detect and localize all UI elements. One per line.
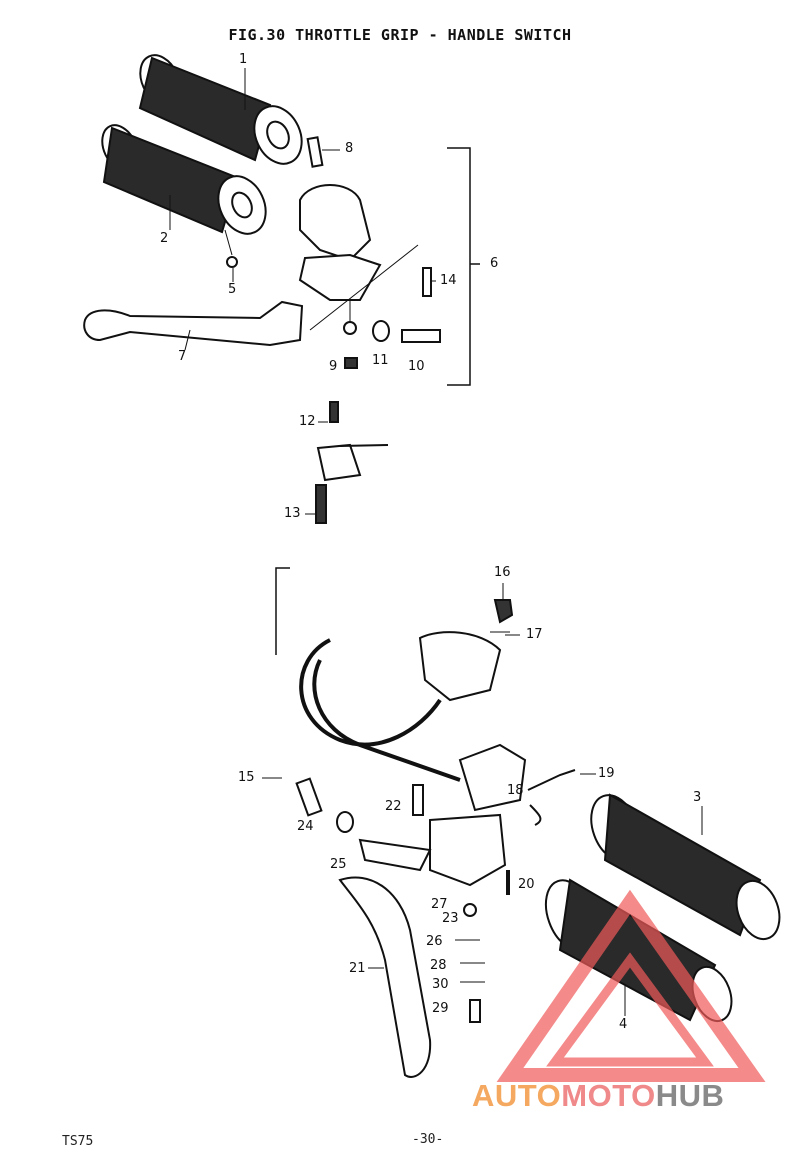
callout-30: 30 [432,977,449,992]
callout-22: 22 [385,799,402,814]
callout-5: 5 [228,282,237,297]
watermark-auto: AUTO [472,1078,562,1113]
callout-23: 23 [442,911,459,926]
model-code: TS75 [62,1134,94,1149]
callout-18: 18 [507,783,524,798]
callout-26: 26 [426,934,443,949]
callout-2: 2 [160,231,169,246]
callout-11: 11 [372,353,389,368]
callout-28: 28 [430,958,447,973]
callout-12: 12 [299,414,316,429]
throttle-grip-2 [101,124,267,235]
callout-29: 29 [432,1001,449,1016]
callout-21: 21 [349,961,366,976]
callout-25: 25 [330,857,347,872]
watermark-hub: HUB [655,1078,725,1113]
callout-8: 8 [345,141,354,156]
callout-27: 27 [431,897,448,912]
throttle-grip-3 [590,793,781,941]
watermark-triangle [496,889,766,1082]
callout-14: 14 [440,273,457,288]
callout-20: 20 [518,877,535,892]
watermark-moto: MOTO [561,1078,656,1113]
callout-16: 16 [494,565,511,580]
callout-15: 15 [238,770,255,785]
callout-9: 9 [329,359,338,374]
callout-10: 10 [408,359,425,374]
callout-6: 6 [490,256,499,271]
callout-17: 17 [526,627,543,642]
callout-19: 19 [598,766,615,781]
callout-13: 13 [284,506,301,521]
callout-1: 1 [239,52,248,67]
throttle-grip-1 [138,54,303,165]
figure-title: FIG.30 THROTTLE GRIP - HANDLE SWITCH [228,26,572,44]
callout-4: 4 [619,1017,628,1032]
callout-7: 7 [178,349,187,364]
watermark-text: AUTOMOTOHUB [472,1078,724,1114]
callout-3: 3 [693,790,702,805]
callout-24: 24 [297,819,314,834]
page-number: -30- [412,1132,444,1147]
